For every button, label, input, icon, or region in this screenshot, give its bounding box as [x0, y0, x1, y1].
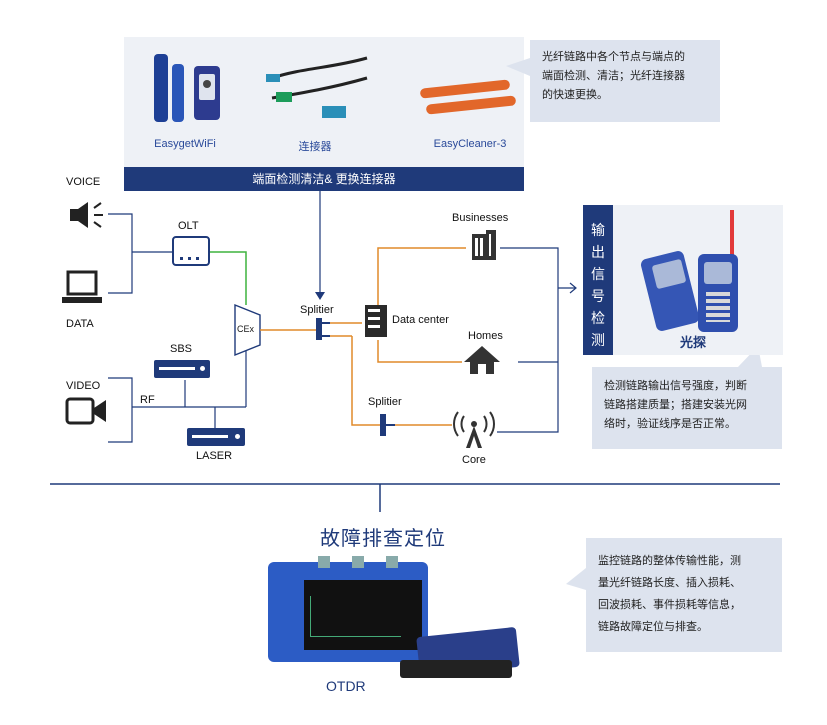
vertical-char: 检	[591, 310, 605, 326]
vertical-char: 输	[591, 222, 605, 238]
callout-line: 链路搭建质量；搭建安装光网	[604, 399, 747, 411]
signal-detection-label: 输 出 信 号 检 测	[583, 205, 613, 355]
callout-line: 端面检测、清洁；光纤连接器	[542, 70, 685, 82]
olt-device	[172, 236, 210, 266]
speaker-icon	[68, 200, 106, 230]
optical-probe-image	[639, 210, 760, 333]
server-icon	[364, 304, 388, 338]
video-label: VIDEO	[66, 380, 101, 392]
product-label-easycleaner: EasyCleaner-3	[433, 138, 507, 150]
top-callout: 光纤链路中各个节点与端点的 端面检测、清洁；光纤连接器 的快速更换。	[530, 40, 720, 122]
connector-image	[262, 48, 372, 128]
sbs-label: SBS	[170, 343, 193, 355]
otdr-label: OTDR	[326, 678, 366, 694]
fault-location-title: 故障排查定位	[320, 528, 446, 550]
core-label: Core	[462, 454, 486, 466]
rf-label: RF	[140, 394, 155, 406]
probe-callout: 检测链路输出信号强度，判断 链路搭建质量；搭建安装光网 络时，验证线序是否正常。	[592, 367, 782, 449]
vertical-char: 测	[591, 332, 605, 348]
home-icon	[462, 344, 502, 376]
voice-label: VOICE	[66, 176, 101, 188]
cex-label: CEx	[237, 324, 255, 334]
splitter-label: Splitier	[368, 396, 402, 408]
sbs-device	[154, 360, 210, 378]
callout-line: 量光纤链路长度、插入损耗、	[598, 577, 741, 589]
building-icon	[468, 228, 500, 260]
probe-label: 光探	[680, 335, 707, 350]
callout-line: 络时，验证线序是否正常。	[604, 418, 736, 430]
callout-line: 回波损耗、事件损耗等信息，	[598, 599, 741, 611]
callout-line: 检测链路输出信号强度，判断	[604, 380, 747, 392]
callout-line: 链路故障定位与排查。	[598, 621, 708, 633]
antenna-icon	[452, 410, 496, 450]
laser-label: LASER	[196, 450, 233, 462]
homes-label: Homes	[468, 330, 503, 342]
data-label: DATA	[66, 318, 94, 330]
vertical-char: 号	[591, 288, 605, 304]
cleaning-bar: 端面检测清洁& 更换连接器	[124, 167, 524, 191]
callout-line: 的快速更换。	[542, 89, 608, 101]
product-label-connector: 连接器	[298, 141, 332, 153]
laser-device	[187, 428, 245, 446]
data-center-label: Data center	[392, 314, 449, 326]
otdr-image	[268, 556, 538, 678]
product-label-easygetwifi: EasygetWiFi	[154, 138, 216, 150]
olt-label: OLT	[178, 220, 199, 232]
easygetwifi-image	[150, 50, 222, 128]
vertical-char: 出	[591, 244, 605, 260]
video-camera-icon	[64, 396, 110, 426]
otdr-callout: 监控链路的整体传输性能，测 量光纤链路长度、插入损耗、 回波损耗、事件损耗等信息…	[586, 538, 782, 652]
laptop-icon	[60, 270, 104, 308]
callout-line: 监控链路的整体传输性能，测	[598, 555, 741, 567]
businesses-label: Businesses	[452, 212, 509, 224]
callout-line: 光纤链路中各个节点与端点的	[542, 51, 685, 63]
vertical-char: 信	[591, 266, 605, 282]
splitter-label: Splitier	[300, 304, 334, 316]
